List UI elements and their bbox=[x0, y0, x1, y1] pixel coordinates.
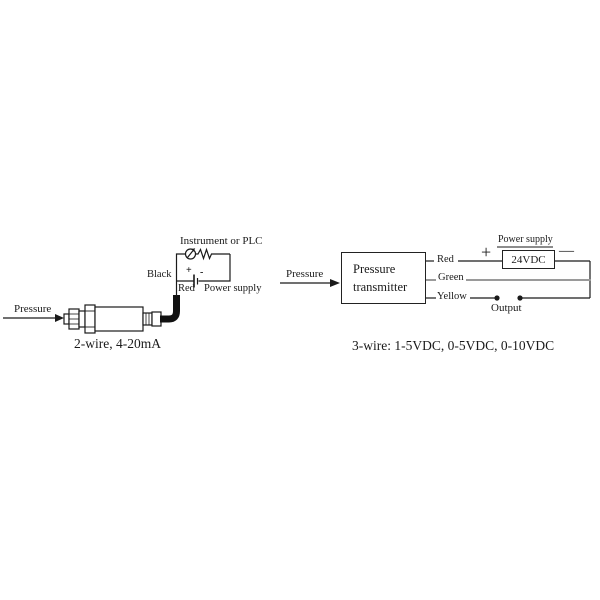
ammeter-icon bbox=[184, 248, 197, 260]
output-label: Output bbox=[491, 302, 522, 314]
output-terminal-dots bbox=[494, 295, 523, 301]
green-wire-label: Green bbox=[438, 272, 464, 283]
right-pressure-label: Pressure bbox=[286, 268, 324, 280]
right-power-supply-label: Power supply bbox=[498, 234, 553, 245]
supply-plus-sign: + bbox=[481, 242, 492, 262]
battery-plus-sign: + bbox=[186, 265, 192, 276]
left-caption: 2-wire, 4-20mA bbox=[74, 336, 161, 351]
left-pressure-label: Pressure bbox=[14, 303, 52, 315]
pressure-sensor-graphic bbox=[63, 304, 162, 334]
left-instrument-title: Instrument or PLC bbox=[180, 235, 263, 247]
left-red-wire-label: Red bbox=[178, 283, 195, 294]
supply-minus-sign: — bbox=[559, 243, 574, 259]
battery-icon bbox=[193, 274, 199, 288]
pressure-transmitter-label: Pressure transmitter bbox=[353, 261, 408, 294]
loop-circuit bbox=[175, 247, 231, 296]
right-caption: 3-wire: 1-5VDC, 0-5VDC, 0-10VDC bbox=[352, 338, 555, 353]
left-power-supply-label: Power supply bbox=[204, 283, 262, 294]
right-red-wire-label: Red bbox=[437, 254, 454, 265]
right-pressure-arrow bbox=[280, 279, 340, 287]
supply-voltage-label: 24VDC bbox=[511, 253, 546, 266]
black-wire-label: Black bbox=[147, 269, 172, 280]
sensor-cable bbox=[160, 295, 180, 323]
battery-minus-sign: - bbox=[200, 267, 204, 278]
yellow-wire-label: Yellow bbox=[437, 291, 467, 302]
left-pressure-arrow bbox=[3, 314, 64, 322]
resistor-icon bbox=[195, 247, 230, 261]
pressure-transmitter-box: Pressure transmitter bbox=[341, 252, 426, 304]
supply-voltage-box: 24VDC bbox=[502, 250, 555, 269]
